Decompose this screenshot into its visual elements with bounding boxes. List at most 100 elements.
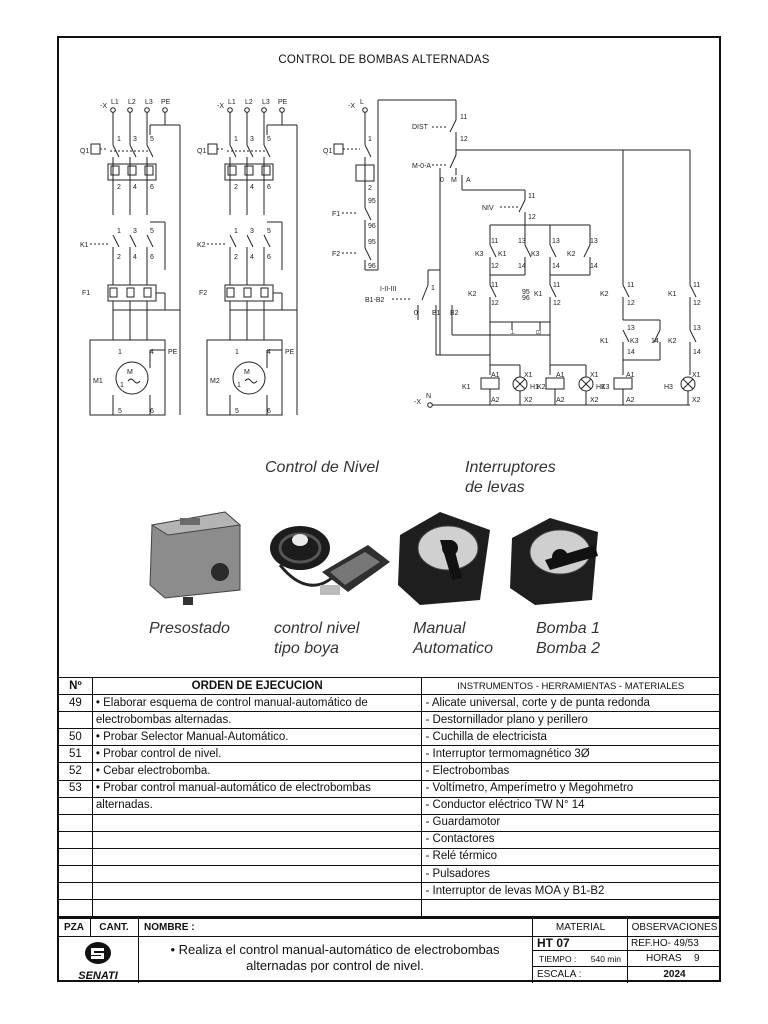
- svg-text:F2: F2: [199, 290, 207, 297]
- svg-text:M1: M1: [93, 378, 103, 385]
- svg-text:A2: A2: [491, 397, 500, 404]
- svg-text:12: 12: [627, 300, 635, 307]
- svg-text:B1-B2: B1-B2: [365, 297, 385, 304]
- row-orden: [91, 830, 423, 849]
- svg-text:12: 12: [491, 300, 499, 307]
- svg-text:2: 2: [117, 184, 121, 191]
- svg-text:1: 1: [117, 136, 121, 143]
- header-n: Nº: [58, 676, 93, 696]
- svg-text:12: 12: [528, 214, 536, 221]
- svg-text:X2: X2: [692, 397, 701, 404]
- table-row: [58, 899, 720, 918]
- svg-text:DIST: DIST: [412, 124, 429, 131]
- svg-text:4: 4: [250, 254, 254, 261]
- row-instr: - Alicate universal, corte y de punta re…: [421, 694, 720, 713]
- svg-text:X1: X1: [590, 372, 599, 379]
- svg-text:M: M: [127, 369, 133, 376]
- row-number: [58, 882, 93, 901]
- svg-text:2: 2: [117, 254, 121, 261]
- svg-text:1: 1: [368, 136, 372, 143]
- row-number: [58, 830, 93, 849]
- row-instr: - Relé térmico: [421, 847, 720, 867]
- svg-text:5: 5: [118, 408, 122, 415]
- svg-text:11: 11: [491, 282, 498, 289]
- svg-text:2: 2: [234, 254, 238, 261]
- footer-ht: HT 07: [532, 936, 627, 951]
- svg-text:X2: X2: [590, 397, 599, 404]
- row-orden: [91, 899, 423, 918]
- svg-text:K3: K3: [475, 251, 484, 258]
- row-instr: - Interruptor de levas MOA y B1-B2: [421, 882, 720, 901]
- svg-text:K2: K2: [468, 291, 477, 298]
- svg-text:K2: K2: [567, 251, 576, 258]
- table-row: electrobombas alternadas.- Destornillado…: [58, 711, 720, 730]
- svg-text:3: 3: [133, 136, 137, 143]
- svg-text:K2: K2: [668, 338, 677, 345]
- row-instr: - Cuchilla de electricista: [421, 728, 720, 747]
- description-line-1: • Realiza el control manual-automático d…: [170, 942, 500, 957]
- table-row: - Contactores: [58, 830, 720, 849]
- svg-text:M2: M2: [210, 378, 220, 385]
- svg-text:F2: F2: [332, 251, 340, 258]
- svg-text:H2: H2: [596, 384, 605, 391]
- table-row: 52• Cebar electrobomba.- Electrobombas: [58, 762, 720, 781]
- svg-text:N: N: [426, 393, 431, 400]
- footer-horas: HORAS 9: [627, 951, 720, 967]
- svg-text:L1: L1: [111, 99, 119, 106]
- svg-text:5: 5: [267, 136, 271, 143]
- caption-interruptores: Interruptores de levas: [465, 459, 556, 496]
- row-orden: electrobombas alternadas.: [91, 711, 423, 730]
- svg-text:0: 0: [440, 177, 444, 184]
- row-orden: [91, 813, 423, 832]
- svg-text:14: 14: [627, 349, 635, 356]
- svg-text:M: M: [451, 177, 457, 184]
- svg-text:K3: K3: [630, 338, 639, 345]
- table-row: 50• Probar Selector Manual-Automático.- …: [58, 728, 720, 747]
- table-row: alternadas.- Conductor eléctrico TW N° 1…: [58, 796, 720, 815]
- row-number: 53: [58, 779, 93, 798]
- svg-text:PE: PE: [161, 99, 171, 106]
- row-instr: - Contactores: [421, 830, 720, 849]
- svg-text:1: 1: [431, 285, 435, 292]
- row-orden: [91, 865, 423, 884]
- svg-text:X1: X1: [524, 372, 533, 379]
- svg-text:1: 1: [234, 228, 238, 235]
- svg-text:K1: K1: [600, 338, 609, 345]
- svg-text:K1: K1: [80, 242, 89, 249]
- svg-text:A2: A2: [626, 397, 635, 404]
- row-orden: alternadas.: [91, 796, 423, 815]
- footer-observaciones: OBSERVACIONES: [627, 919, 721, 937]
- svg-text:12: 12: [693, 300, 701, 307]
- svg-text:I-II-III: I-II-III: [380, 286, 396, 293]
- row-number: [58, 711, 93, 730]
- svg-text:L2: L2: [245, 99, 253, 106]
- header-orden: ORDEN DE EJECUCION: [91, 676, 423, 696]
- svg-text:5: 5: [235, 408, 239, 415]
- svg-text:1: 1: [237, 382, 241, 389]
- svg-text:12: 12: [460, 136, 468, 143]
- svg-text:-X: -X: [348, 103, 355, 110]
- caption-manual: Manual Automatico: [413, 620, 494, 657]
- svg-text:5: 5: [150, 228, 154, 235]
- page-title: CONTROL DE BOMBAS ALTERNADAS: [278, 54, 490, 66]
- row-orden: • Cebar electrobomba.: [91, 762, 423, 781]
- footer-tiempo: TIEMPO : 540 min: [532, 951, 627, 967]
- svg-text:5: 5: [150, 136, 154, 143]
- svg-text:4: 4: [133, 184, 137, 191]
- svg-text:95: 95: [522, 289, 530, 296]
- execution-table: Nº ORDEN DE EJECUCION INSTRUMENTOS - HER…: [58, 676, 720, 918]
- table-row: 53• Probar control manual-automático de …: [58, 779, 720, 798]
- svg-text:95: 95: [368, 198, 376, 205]
- svg-text:Q1: Q1: [80, 148, 89, 155]
- svg-text:L3: L3: [145, 99, 153, 106]
- svg-text:13: 13: [693, 325, 701, 332]
- svg-text:0: 0: [414, 310, 418, 317]
- svg-text:L: L: [360, 99, 364, 106]
- svg-text:6: 6: [150, 254, 154, 261]
- svg-text:-X: -X: [100, 103, 107, 110]
- svg-text:M: M: [244, 369, 250, 376]
- caption-control-nivel: Control de Nivel: [265, 459, 379, 476]
- row-number: [58, 899, 93, 918]
